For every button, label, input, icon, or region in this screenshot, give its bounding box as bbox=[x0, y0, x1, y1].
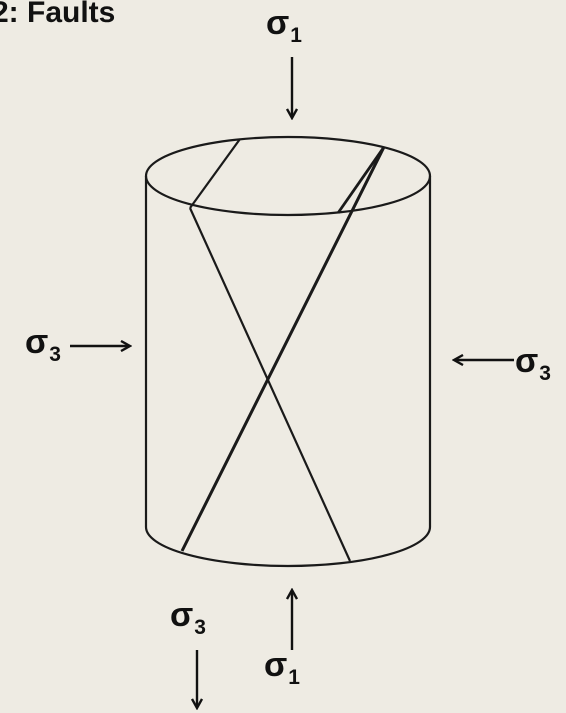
fault-trace-top-left bbox=[189, 138, 241, 209]
fault-line-b bbox=[180, 146, 386, 552]
label-sigma1-bottom: σ1 bbox=[264, 648, 300, 688]
label-sigma3-lower: σ3 bbox=[170, 598, 206, 638]
sigma-symbol: σ bbox=[264, 646, 288, 684]
sigma-symbol: σ bbox=[515, 342, 539, 380]
fault-line-a bbox=[188, 207, 352, 562]
sigma-subscript: 3 bbox=[49, 343, 61, 366]
sigma-symbol: σ bbox=[25, 323, 49, 361]
label-sigma3-right: σ3 bbox=[515, 344, 551, 384]
sigma-symbol: σ bbox=[266, 4, 290, 42]
sigma-subscript: 3 bbox=[539, 362, 551, 385]
cylinder-bottom-edge bbox=[144, 526, 432, 568]
fault-trace-top-right bbox=[336, 146, 386, 214]
label-sigma1-top: σ1 bbox=[266, 6, 302, 46]
sigma-subscript: 3 bbox=[194, 616, 206, 639]
sigma-subscript: 1 bbox=[290, 24, 302, 47]
sigma-symbol: σ bbox=[170, 596, 194, 634]
label-sigma3-left: σ3 bbox=[25, 325, 61, 365]
diagram-title: 2: Faults bbox=[0, 0, 116, 29]
cylinder-top-edge bbox=[144, 135, 432, 217]
sigma-subscript: 1 bbox=[288, 666, 300, 689]
